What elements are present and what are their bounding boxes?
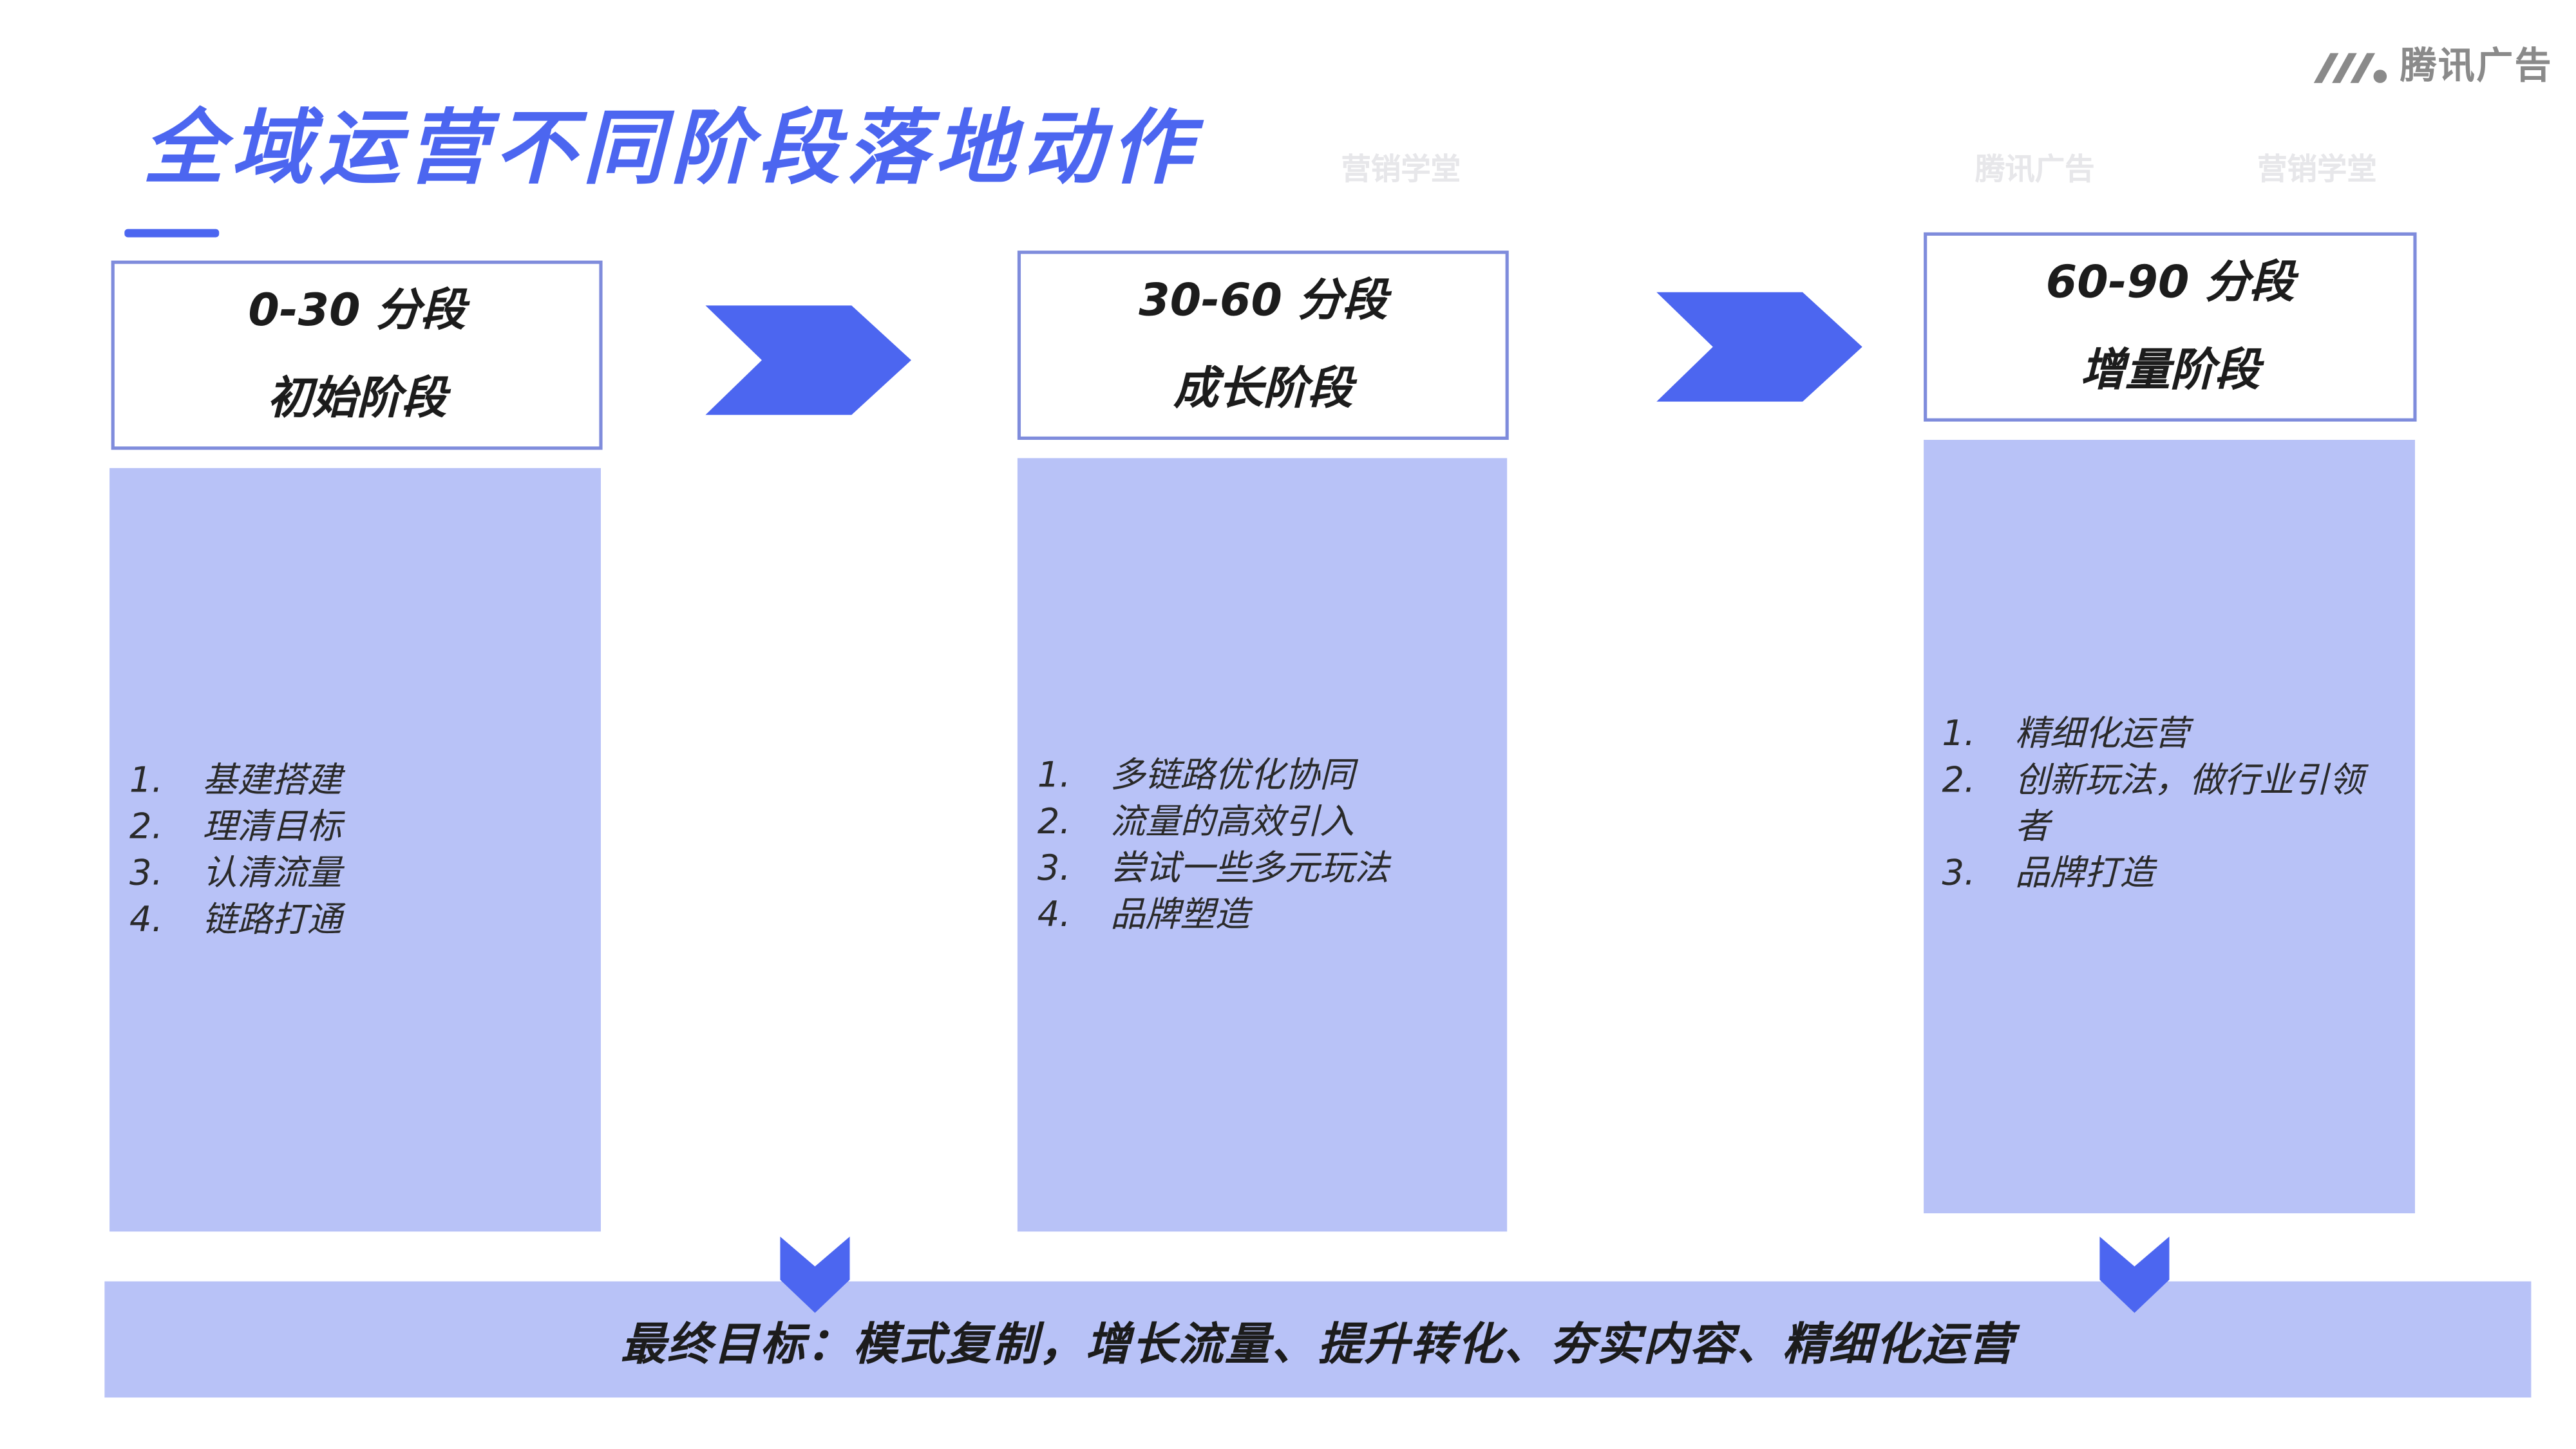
action-list: 1. 精细化运营 2. 创新玩法，做行业引领者 3. 品牌打造 (1942, 710, 2390, 896)
list-item-number: 1. (1037, 755, 1071, 795)
list-item-text: 基建搭建 (202, 760, 342, 800)
list-item-text: 多链路优化协同 (1110, 755, 1355, 795)
watermark: 营销学堂 (1341, 146, 1461, 189)
list-item: 4. 链路打通 (129, 896, 578, 943)
list-item-text: 链路打通 (202, 899, 342, 940)
goal-text: 最终目标：模式复制，增长流量、提升转化、夯实内容、精细化运营 (620, 1318, 2015, 1370)
list-item-text: 理清目标 (202, 806, 342, 847)
watermark: 腾讯广告 (1975, 146, 2095, 189)
list-item-text: 品牌塑造 (1110, 895, 1250, 935)
list-item: 3. 品牌打造 (1942, 850, 2390, 896)
list-item: 2. 流量的高效引入 (1037, 799, 1494, 845)
action-list: 1. 多链路优化协同 2. 流量的高效引入 3. 尝试一些多元玩法 4. 品牌塑造 (1037, 752, 1494, 938)
brand-logo: 腾讯广告 (2311, 37, 2560, 90)
watermark-school-text: 营销学堂 (1341, 153, 1461, 188)
list-item-number: 2. (1037, 801, 1071, 842)
list-item: 3. 尝试一些多元玩法 (1037, 845, 1494, 891)
list-item: 1. 基建搭建 (129, 757, 578, 803)
stage-name: 初始阶段 (267, 373, 447, 425)
arrow-right-icon (705, 305, 911, 415)
arrow-down-icon (780, 1236, 850, 1313)
list-item-number: 2. (129, 806, 163, 847)
list-item-number: 1. (129, 760, 163, 800)
stage-name: 成长阶段 (1173, 363, 1353, 415)
list-item-text: 认清流量 (202, 853, 342, 893)
stage-name: 增量阶段 (2080, 345, 2260, 397)
tencent-ads-logo-icon (2313, 53, 2387, 83)
stage-header-1: 0-30 分段 初始阶段 (111, 260, 603, 450)
watermark: 营销学堂 (2257, 146, 2377, 189)
stage-panel-2: 1. 多链路优化协同 2. 流量的高效引入 3. 尝试一些多元玩法 4. 品牌塑造 (1017, 458, 1508, 1232)
arrow-down-icon (2099, 1236, 2170, 1313)
list-item-number: 1. (1942, 714, 1976, 754)
list-item-number: 4. (1037, 895, 1071, 935)
list-item: 3. 认清流量 (129, 850, 578, 896)
watermark-brand-text: 腾讯广告 (1975, 153, 2095, 188)
watermark-school-text: 营销学堂 (2257, 153, 2377, 188)
stage-header-3: 60-90 分段 增量阶段 (1924, 232, 2417, 422)
stage-panel-3: 1. 精细化运营 2. 创新玩法，做行业引领者 3. 品牌打造 (1924, 439, 2415, 1214)
arrow-right-icon (1656, 292, 1862, 402)
action-list: 1. 基建搭建 2. 理清目标 3. 认清流量 4. 链路打通 (129, 757, 578, 943)
list-item-text: 精细化运营 (2014, 714, 2190, 754)
list-item-number: 4. (129, 899, 163, 940)
list-item: 1. 多链路优化协同 (1037, 752, 1494, 799)
stage-range: 60-90 分段 (2045, 257, 2295, 309)
list-item: 1. 精细化运营 (1942, 710, 2390, 757)
stage-range: 30-60 分段 (1139, 275, 1388, 327)
page-title: 全域运营不同阶段落地动作 (142, 101, 1198, 196)
list-item: 2. 理清目标 (129, 803, 578, 849)
stage-range: 0-30 分段 (248, 285, 466, 337)
brand-logo-text: 腾讯广告 (2400, 46, 2553, 88)
list-item-text: 流量的高效引入 (1110, 801, 1355, 842)
title-underline (124, 229, 220, 238)
stage-panel-1: 1. 基建搭建 2. 理清目标 3. 认清流量 4. 链路打通 (109, 468, 601, 1232)
list-item-number: 3. (1942, 853, 1976, 893)
list-item-number: 3. (129, 853, 163, 893)
list-item: 2. 创新玩法，做行业引领者 (1942, 757, 2390, 849)
list-item-number: 3. (1037, 848, 1071, 888)
stage-header-2: 30-60 分段 成长阶段 (1017, 251, 1509, 440)
list-item-number: 2. (1942, 760, 1976, 800)
list-item-text: 尝试一些多元玩法 (1110, 848, 1390, 888)
list-item-text: 创新玩法，做行业引领者 (2014, 760, 2364, 847)
list-item-text: 品牌打造 (2014, 853, 2155, 893)
list-item: 4. 品牌塑造 (1037, 891, 1494, 938)
